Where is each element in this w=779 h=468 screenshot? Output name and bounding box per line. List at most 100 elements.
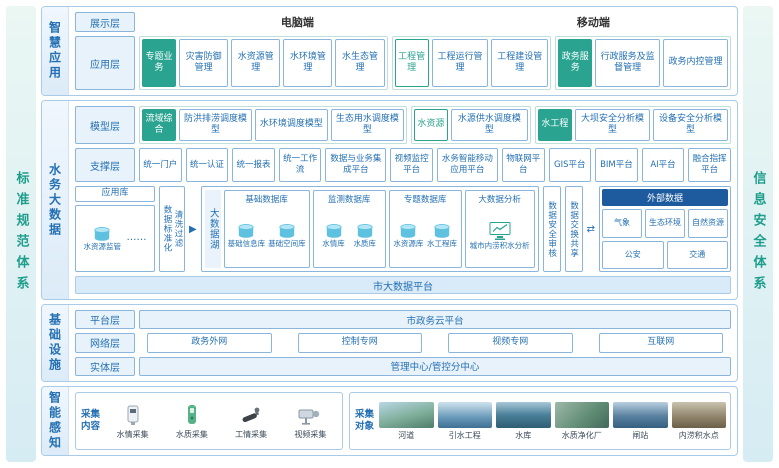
application-database-box: 水资源监管 ……: [75, 205, 155, 272]
database-caption: 基础信息库: [227, 239, 266, 249]
network-items: 政务外网 控制专网 视频专网 互联网: [139, 333, 731, 353]
collection-object-item: 内涝积水点: [671, 397, 726, 445]
collection-object-caption: 河道: [398, 430, 415, 440]
information-security-label: 信息安全体系: [750, 171, 766, 297]
database-caption: 水情库: [322, 239, 345, 249]
section-intelligent-sensing: 智能感知 采集内容 水情采集: [41, 386, 738, 456]
support-item-box: AI平台: [641, 148, 685, 182]
platform-layer-row: 平台层 市政务云平台: [75, 310, 731, 330]
group-head-special-business: 专题业务: [142, 39, 176, 87]
model-item-box: 设备安全分析模型: [652, 109, 729, 141]
group-head-basin: 流域综合: [142, 109, 176, 141]
external-item-box: 生态环境: [645, 209, 685, 238]
collection-object-item: 河道: [379, 397, 434, 445]
section-smart-application-label: 智慧应用: [47, 21, 62, 81]
model-item-box: 水环境调度模型: [254, 109, 328, 141]
collection-object-caption: 内涝积水点: [678, 430, 719, 440]
collection-object-item: 水库: [496, 397, 551, 445]
collection-content-box: 采集内容 水情采集: [75, 392, 343, 450]
support-item-box: 统一门户: [139, 148, 182, 182]
city-big-data-platform-bar: 市大数据平台: [75, 276, 731, 294]
group-government-service: 政务服务 行政服务及监督管理 政务内控管理: [555, 36, 731, 90]
database-cylinder-icon: [400, 224, 416, 239]
database-item: 水工程库: [427, 223, 457, 248]
database-cylinder-icon: [325, 224, 342, 239]
standards-system-bar: 标准规范体系: [6, 6, 36, 462]
monitor-database-box: 监测数据库 水情库 水质库: [312, 190, 386, 268]
collection-content-label: 采集内容: [80, 408, 100, 432]
database-cylinder-icon: [279, 224, 295, 239]
purification-plant-photo: [554, 401, 609, 428]
group-head-water-resource: 水资源: [413, 109, 448, 141]
section-infrastructure-strip: 基础设施: [42, 305, 69, 381]
database-item: 水资源库: [393, 223, 423, 248]
sensing-row: 采集内容 水情采集: [75, 392, 731, 450]
support-item-box: 统一报表: [232, 148, 275, 182]
network-layer-row: 网络层 政务外网 控制专网 视频专网 互联网: [75, 333, 731, 353]
collection-content-caption: 工情采集: [235, 429, 268, 439]
smart-application-body: 展示层 电脑端 移动端 应用层 专题业务 灾害防御管理 水资源管理 水环境管理 …: [69, 7, 737, 95]
database-caption: 水资源库: [393, 239, 424, 249]
data-cleaning-line1: 数据标准化: [162, 205, 172, 253]
network-item-box: 控制专网: [297, 333, 422, 353]
video-camera-icon: [298, 409, 320, 425]
data-exchange-share-label: 数据交换共享: [568, 200, 579, 258]
app-item-box: 行政服务及监督管理: [595, 39, 661, 87]
data-exchange-share-box: 数据交换共享: [564, 186, 583, 272]
group-head-project-management: 工程管理: [394, 39, 429, 87]
application-database-title: 应用库: [75, 186, 155, 202]
application-layer-row: 应用层 专题业务 灾害防御管理 水资源管理 水环境管理 水生态管理 工程管理 工…: [75, 36, 731, 90]
topic-database-title: 专题数据库: [403, 195, 447, 205]
database-cylinder-icon: [238, 224, 255, 239]
collection-content-item: 水情采集: [105, 397, 160, 445]
section-intelligent-sensing-label: 智能感知: [47, 391, 62, 451]
big-data-lake-label: 大数据湖: [207, 208, 219, 250]
app-item-box: 工程运行管理: [431, 39, 489, 87]
collection-content-item: 水质采集: [164, 397, 219, 445]
group-water-resource: 水资源 水源供水调度模型: [410, 106, 531, 144]
support-item-box: GIS平台: [548, 148, 592, 182]
database-item: 水质库: [353, 223, 376, 248]
section-water-big-data-label: 水务大数据: [47, 162, 62, 238]
collection-object-caption: 闸站: [632, 430, 649, 440]
section-infrastructure: 基础设施 平台层 市政务云平台 网络层 政务外网 控制专网 视频专网 互联网: [41, 304, 738, 382]
support-layer-row: 支撑层 统一门户 统一认证 统一报表 统一工作流 数据与业务集成平台 视频监控平…: [75, 148, 731, 182]
sluice-station-photo: [613, 401, 668, 428]
external-item-box: 气象: [602, 209, 642, 238]
app-item-box: 灾害防御管理: [179, 39, 229, 87]
section-infrastructure-label: 基础设施: [47, 313, 62, 373]
display-layer-label: 展示层: [75, 12, 135, 32]
database-cylinder-icon: [94, 226, 110, 241]
database-item: 水情库: [322, 223, 345, 248]
external-item-box: 公安: [602, 240, 664, 269]
platform-layer-label: 平台层: [75, 310, 135, 330]
application-database-column: 应用库 水资源监管 ……: [75, 186, 155, 272]
intelligent-sensing-body: 采集内容 水情采集: [69, 387, 737, 455]
ellipsis-text: ……: [126, 232, 147, 244]
app-item-box: 水资源管理: [231, 39, 281, 87]
network-item-box: 政务外网: [147, 333, 272, 353]
infrastructure-body: 平台层 市政务云平台 网络层 政务外网 控制专网 视频专网 互联网 实体层 管理…: [69, 305, 737, 381]
group-basin-comprehensive: 流域综合 防洪排涝调度模型 水环境调度模型 生态用水调度模型: [139, 106, 407, 144]
external-data-title: 外部数据: [602, 189, 728, 206]
section-intelligent-sensing-strip: 智能感知: [42, 387, 69, 455]
model-item-box: 防洪排涝调度模型: [179, 109, 252, 141]
topic-database-items: 水资源库 水工程库: [392, 207, 459, 265]
big-data-lake-strip: 大数据湖: [204, 190, 221, 268]
model-layer-label: 模型层: [75, 106, 135, 144]
collection-object-item: 引水工程: [437, 397, 492, 445]
topic-database-box: 专题数据库 水资源库 水工程库: [388, 190, 462, 268]
database-cylinder-icon: [434, 224, 450, 239]
external-item-box: 自然资源: [688, 209, 728, 238]
group-head-water-engineering: 水工程: [537, 109, 572, 141]
database-caption: 水质库: [353, 239, 376, 249]
big-data-analysis-box: 大数据分析 城市内涝积水分析: [464, 190, 535, 268]
collection-content-caption: 水质采集: [175, 429, 208, 439]
group-head-government-service: 政务服务: [558, 39, 593, 87]
base-database-title: 基础数据库: [245, 195, 288, 205]
collection-content-item: 视频采集: [283, 397, 338, 445]
information-security-bar: 信息安全体系: [743, 6, 773, 462]
collection-object-item: 水质净化厂: [554, 397, 609, 445]
data-security-audit-label: 数据安全审核: [546, 200, 557, 258]
collection-content-caption: 视频采集: [294, 429, 327, 439]
